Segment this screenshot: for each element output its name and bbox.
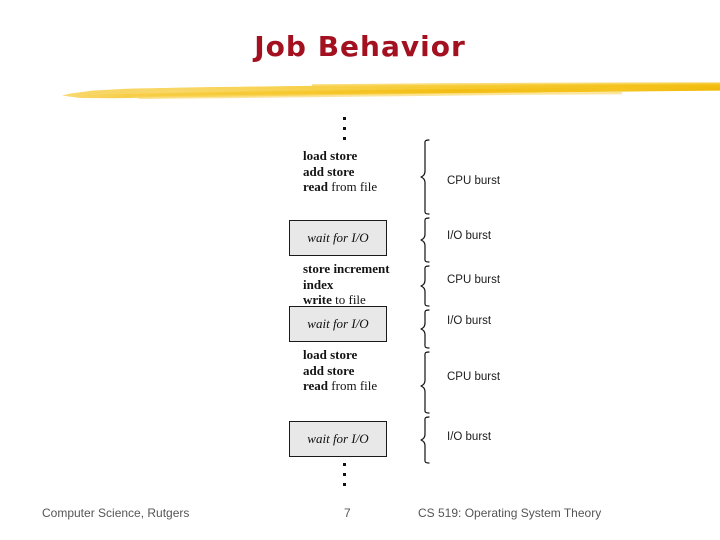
code-block-1: load store add store read from file xyxy=(303,148,377,195)
code-block-3: load store add store read from file xyxy=(303,347,377,394)
wait-for-io-box-3[interactable]: wait for I/O xyxy=(289,421,387,457)
code-line: add store xyxy=(303,163,355,179)
wait-for-io-label: wait for I/O xyxy=(307,431,369,446)
code-line: read from file xyxy=(303,378,378,393)
code-line: load store xyxy=(303,347,358,362)
burst-label-io-1: I/O burst xyxy=(447,230,492,242)
slide-footer: Computer Science, Rutgers 7 CS 519: Oper… xyxy=(0,506,720,526)
burst-label-io-3: I/O burst xyxy=(447,431,492,443)
code-block-2: store increment index write to file xyxy=(303,261,390,308)
code-line: read from file xyxy=(303,179,378,194)
wait-for-io-box-2[interactable]: wait for I/O xyxy=(289,306,387,342)
code-line: add store xyxy=(303,362,355,378)
page-title: Job Behavior xyxy=(254,30,466,63)
footer-course-title: CS 519: Operating System Theory xyxy=(418,506,602,520)
burst-label-cpu-1: CPU burst xyxy=(447,175,501,187)
wait-for-io-label: wait for I/O xyxy=(307,316,369,331)
top-ellipsis-icon xyxy=(339,117,349,140)
burst-label-cpu-2: CPU burst xyxy=(447,274,501,286)
burst-label-cpu-3: CPU burst xyxy=(447,371,501,383)
bottom-ellipsis-icon xyxy=(339,463,349,486)
code-line: store increment xyxy=(303,261,390,276)
code-line: index xyxy=(303,276,334,292)
footer-institution: Computer Science, Rutgers xyxy=(42,506,190,520)
wait-for-io-label: wait for I/O xyxy=(307,230,369,245)
burst-brace-chain-icon xyxy=(420,139,430,464)
footer-page-number: 7 xyxy=(344,506,351,520)
burst-label-io-2: I/O burst xyxy=(447,315,492,327)
wait-for-io-box-1[interactable]: wait for I/O xyxy=(289,220,387,256)
code-line: write to file xyxy=(303,292,366,307)
code-line: load store xyxy=(303,148,358,163)
